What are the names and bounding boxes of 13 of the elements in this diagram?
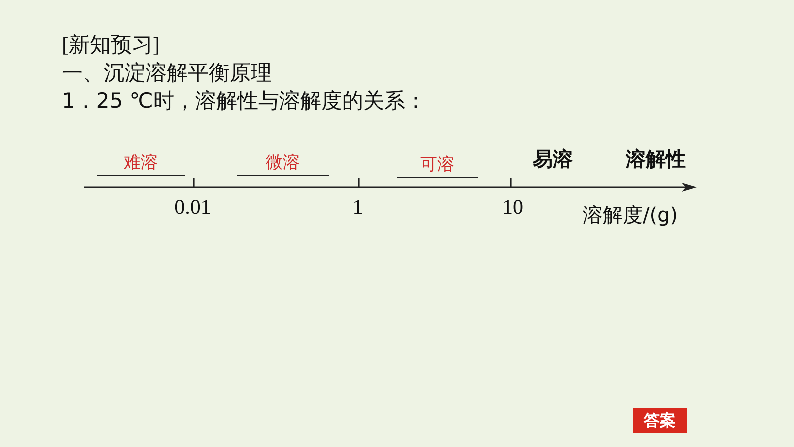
- axis-title: 溶解度/(g): [583, 204, 678, 226]
- tick-label: 0.01: [174, 196, 212, 220]
- fill-in-line: 微溶: [237, 152, 329, 176]
- section-tag: [新知预习]: [62, 34, 160, 58]
- tick-label: 1: [352, 196, 364, 220]
- answer-button: 答案: [633, 408, 687, 433]
- category-label: 易溶: [533, 148, 573, 170]
- fill-in-line: 难溶: [97, 152, 185, 176]
- axis-title: 溶解性: [626, 148, 686, 170]
- fill-in-line: 可溶: [397, 154, 478, 178]
- section-heading: 一、沉淀溶解平衡原理: [62, 62, 272, 86]
- tick-label: 10: [502, 196, 524, 220]
- question-text: 1．25 ℃时，溶解性与溶解度的关系：: [62, 90, 426, 114]
